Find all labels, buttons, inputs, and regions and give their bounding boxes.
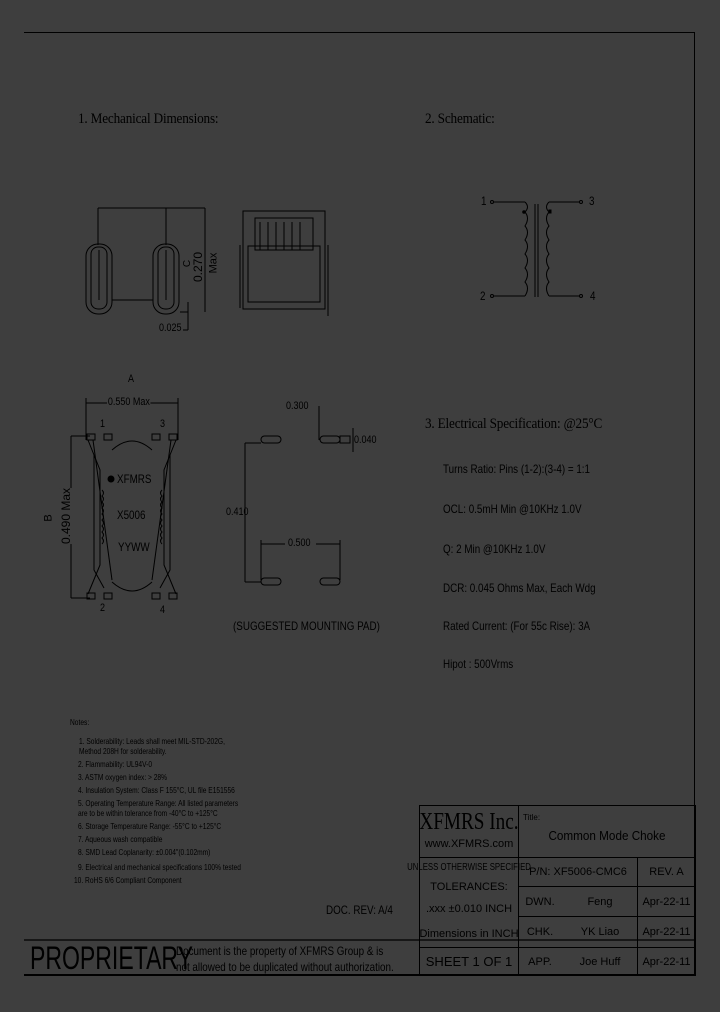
note-item: 2. Flammability: UL94V-0 [78, 759, 153, 769]
approval-row: DWN. Feng [518, 886, 638, 917]
drawing-title: Common Mode Choke [548, 827, 666, 843]
approval-row: APP. Joe Huff [518, 947, 638, 976]
notes-list: 1. Solderability: Leads shall meet MIL-S… [74, 736, 287, 885]
note-item: 3. ASTM oxygen index: > 28% [78, 772, 168, 782]
pin-3-label: 3 [160, 418, 166, 430]
pin-1-label: 1 [100, 418, 106, 430]
dim-c-value: 0.270 [191, 251, 206, 283]
drawing-frame [24, 32, 695, 976]
company-cell: XFMRS Inc. www.XFMRS.com [419, 805, 519, 858]
note-item: 8. SMD Lead Coplanarity: ±0.004"(0.102mm… [78, 847, 211, 857]
name-dwn: Feng [587, 895, 613, 908]
notes-heading: Notes: [70, 717, 90, 727]
pin-2-label: 2 [100, 602, 106, 614]
pad-caption: (SUGGESTED MOUNTING PAD) [233, 619, 380, 633]
top-view-drawing [70, 398, 179, 600]
sheet-cell: SHEET 1 OF 1 [419, 947, 519, 976]
date-cell: Apr-22-11 [637, 886, 696, 917]
date-chk: Apr-22-11 [642, 926, 691, 938]
schematic-drawing [490, 200, 583, 298]
spec-rated-current: Rated Current: (For 55c Rise): 3A [443, 619, 591, 633]
part-number-cell: P/N: XF5006-CMC6 [518, 857, 638, 887]
tolerance-line-2: TOLERANCES: [430, 881, 508, 893]
dim-b-value: 0.490 Max [59, 487, 74, 545]
title-label: Title: [523, 813, 541, 822]
company-name: XFMRS Inc. [419, 808, 519, 835]
role-dwn: DWN. [525, 895, 555, 908]
note-item: 10. RoHS 6/6 Compliant Component [74, 875, 182, 885]
tolerance-line-1: UNLESS OTHERWISE SPECIFIED [407, 861, 531, 873]
tolerance-line-4: Dimensions in INCH [419, 928, 519, 940]
spec-ocl: OCL: 0.5mH Min @10KHz 1.0V [443, 502, 582, 516]
electrical-title: 3. Electrical Specification: @25°C [425, 416, 603, 432]
spec-dcr: DCR: 0.045 Ohms Max, Each Wdg [443, 581, 596, 595]
date-dwn: Apr-22-11 [642, 895, 691, 908]
spec-q: Q: 2 Min @10KHz 1.0V [443, 542, 546, 556]
title-cell: Title: Common Mode Choke [518, 805, 696, 858]
end-view-drawing [239, 210, 329, 316]
date-cell: Apr-22-11 [637, 947, 696, 976]
note-item: 1. Solderability: Leads shall meet MIL-S… [79, 736, 225, 746]
company-website: www.XFMRS.com [424, 838, 514, 850]
schematic-pin-2: 2 [480, 289, 486, 303]
schematic-pin-4: 4 [590, 289, 596, 303]
dim-a-value: 0.550 Max [107, 396, 151, 408]
note-item: 6. Storage Temperature Range: -55°C to +… [78, 821, 222, 831]
schematic-title: 2. Schematic: [425, 111, 495, 127]
note-item: are to be within tolerance from -40°C to… [78, 808, 218, 818]
name-chk: YK Liao [580, 926, 620, 938]
dim-b-label: B [42, 514, 55, 522]
mounting-pad-drawing [244, 406, 354, 586]
dim-pad-width: 0.040 [354, 434, 377, 446]
approval-row: CHK. YK Liao [518, 916, 638, 948]
rev-cell: REV. A [637, 857, 696, 887]
note-item: Method 208H for solderability. [79, 746, 167, 756]
marking-brand: XFMRS [117, 472, 152, 486]
spec-hipot: Hipot : 500Vrms [443, 657, 514, 671]
tolerance-cell: UNLESS OTHERWISE SPECIFIED TOLERANCES: .… [407, 857, 531, 948]
role-chk: CHK. [526, 926, 554, 938]
date-cell: Apr-22-11 [637, 916, 696, 948]
marking-part: X5006 [117, 508, 146, 522]
proprietary-line-2: not allowed to be duplicated without aut… [176, 960, 394, 974]
note-item: 7. Aqueous wash compatible [78, 834, 163, 844]
sheet-number: SHEET 1 OF 1 [425, 954, 513, 969]
dim-c-note: Max [207, 252, 220, 274]
note-item: 4. Insulation System: Class F 155°C, UL … [78, 785, 235, 795]
tolerance-line-3: .xxx ±0.010 INCH [425, 903, 513, 915]
part-number: P/N: XF5006-CMC6 [529, 866, 627, 878]
dim-lead: 0.025 [159, 322, 182, 334]
schematic-pin-3: 3 [589, 194, 595, 208]
name-app: Joe Huff [579, 955, 621, 968]
doc-revision: DOC. REV: A/4 [326, 903, 393, 917]
dim-pad-span: 0.500 [288, 537, 311, 549]
role-app: APP. [528, 955, 552, 968]
pin-4-label: 4 [160, 604, 166, 616]
note-item: 9. Electrical and mechanical specificati… [78, 862, 241, 872]
revision: REV. A [649, 866, 684, 878]
dim-pad-pitch: 0.300 [286, 400, 309, 412]
spec-turns-ratio: Turns Ratio: Pins (1-2):(3-4) = 1:1 [443, 462, 591, 476]
mechanical-title: 1. Mechanical Dimensions: [78, 111, 219, 127]
marking-datecode: YYWW [118, 540, 150, 554]
side-view-drawing [85, 207, 206, 331]
dim-pad-row-spacing: 0.410 [226, 506, 249, 518]
date-app: Apr-22-11 [642, 955, 691, 968]
dim-a-label: A [128, 373, 135, 385]
schematic-pin-1: 1 [481, 194, 487, 208]
proprietary-line-1: Document is the property of XFMRS Group … [176, 944, 384, 958]
note-item: 5. Operating Temperature Range: All list… [78, 798, 239, 808]
proprietary-label: PROPRIETARY [30, 940, 194, 976]
